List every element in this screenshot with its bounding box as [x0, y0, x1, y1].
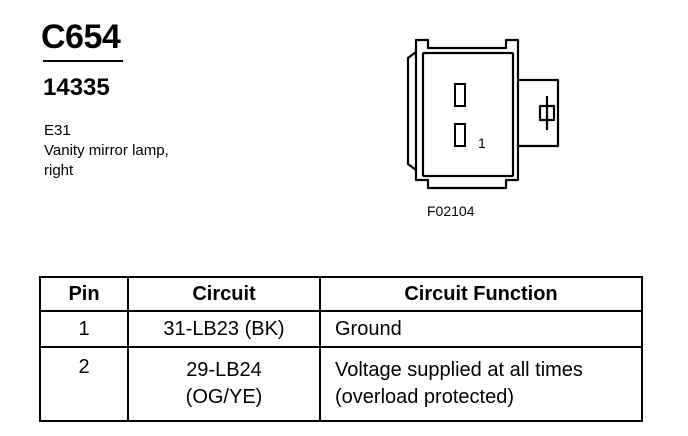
circuit-function-cell: Voltage supplied at all times (overload … [319, 346, 643, 422]
circuit-line: (OG/YE) [185, 386, 263, 408]
connector-inner-outline [421, 51, 515, 178]
function-line: (overload protected) [335, 386, 514, 408]
pin-cavity-1 [454, 123, 466, 147]
figure-code: F02104 [427, 203, 475, 219]
latch-button [538, 104, 556, 122]
location-code: E31 [44, 122, 71, 139]
connector-id: C654 [41, 18, 121, 56]
column-header-circuit: Circuit [127, 276, 321, 312]
connector-description: E31 Vanity mirror lamp, right [44, 121, 169, 181]
connector-id-underline [43, 60, 123, 62]
part-number: 14335 [43, 74, 110, 101]
pin-1-label: 1 [478, 135, 486, 151]
pin-cell: 1 [39, 310, 129, 348]
description-line-2: right [44, 162, 74, 179]
table-row: 2 29-LB24 (OG/YE) Voltage supplied at al… [39, 346, 643, 422]
connector-left-rail [406, 51, 417, 171]
table-row: 1 31-LB23 (BK) Ground [39, 310, 643, 348]
pinout-table: Pin Circuit Circuit Function 1 31-LB23 (… [39, 276, 643, 422]
connector-latch [518, 78, 560, 148]
circuit-cell: 29-LB24 (OG/YE) [127, 346, 321, 422]
description-line-1: Vanity mirror lamp, [44, 142, 169, 159]
pin-cell: 2 [39, 346, 129, 422]
function-line: Voltage supplied at all times [335, 359, 583, 381]
circuit-cell: 31-LB23 (BK) [127, 310, 321, 348]
circuit-line: 29-LB24 [186, 359, 262, 381]
pin-cavity-2 [454, 83, 466, 107]
connector-shell [414, 38, 520, 190]
circuit-function-cell: Ground [319, 310, 643, 348]
table-header-row: Pin Circuit Circuit Function [39, 276, 643, 312]
column-header-pin: Pin [39, 276, 129, 312]
connector-face-diagram: 1 [406, 38, 560, 190]
column-header-circuit-function: Circuit Function [319, 276, 643, 312]
